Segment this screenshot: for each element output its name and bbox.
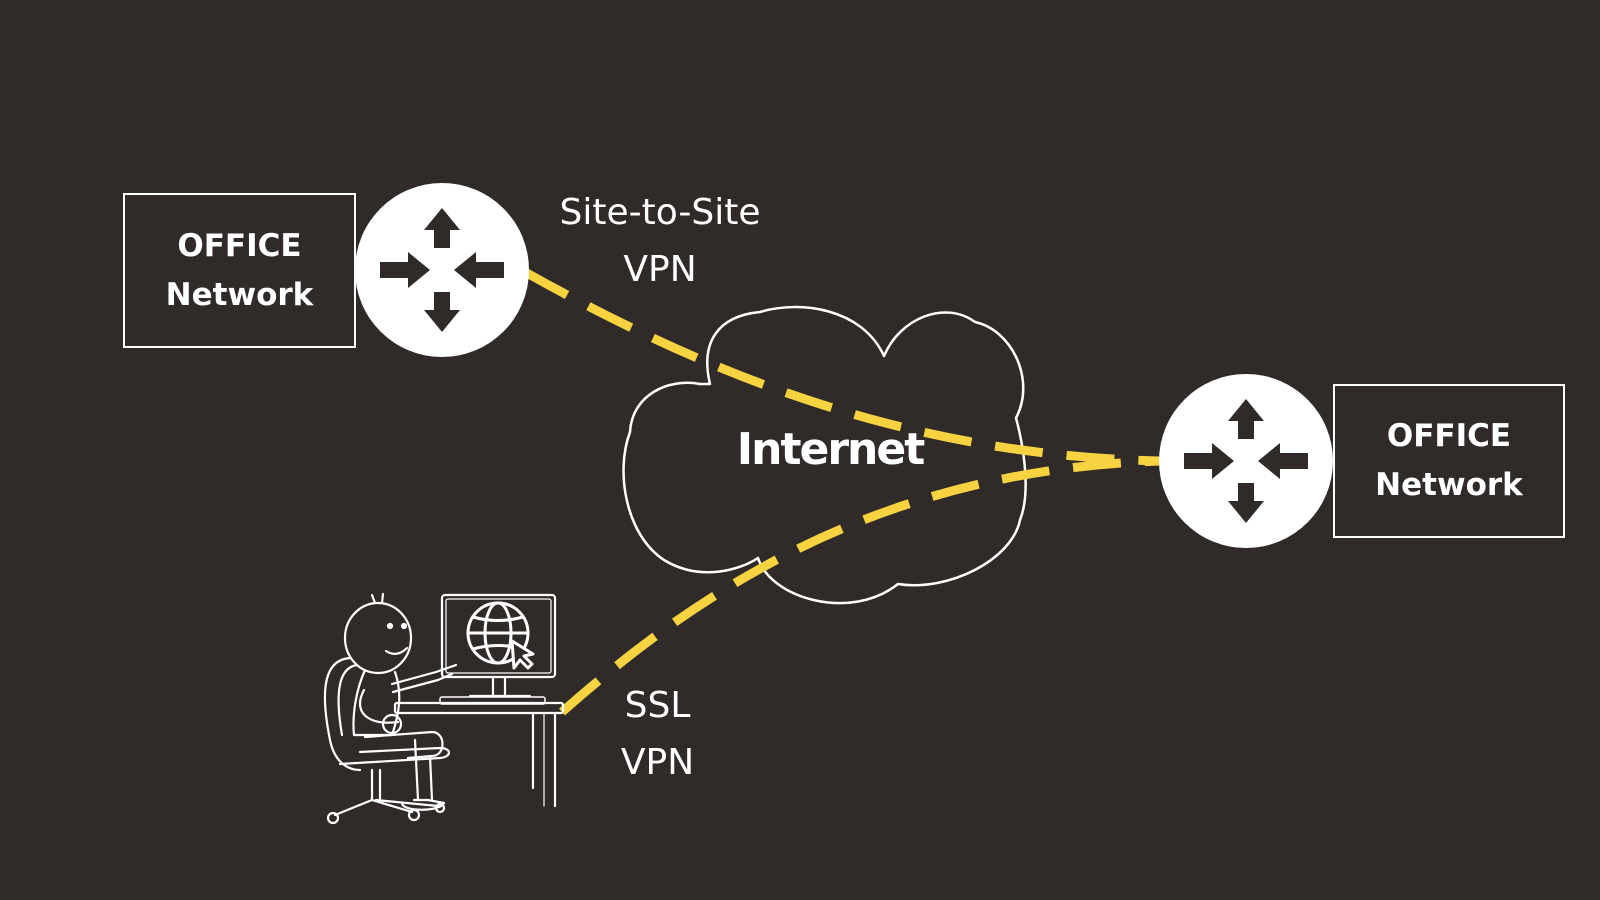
router-left — [355, 183, 529, 357]
globe-cursor-icon — [466, 601, 535, 670]
ssl-vpn-label: SSL VPN — [570, 677, 745, 791]
office-network-left: OFFICE Network — [123, 193, 356, 348]
ssl-vpn-label-line2: VPN — [620, 742, 695, 783]
internet-cloud — [622, 305, 1027, 605]
remote-user-at-desk-illustration — [323, 592, 565, 825]
ssl-vpn-tunnel — [559, 456, 1161, 716]
office-network-left-line2: Network — [165, 276, 314, 313]
office-network-right-line1: OFFICE — [1386, 418, 1512, 454]
office-network-right: OFFICE Network — [1333, 384, 1565, 538]
site-to-site-vpn-label: Site-to-Site VPN — [520, 184, 800, 298]
office-network-left-line1: OFFICE — [177, 227, 302, 264]
office-network-right-line2: Network — [1375, 467, 1523, 503]
internet-label: Internet — [736, 424, 925, 475]
site-to-site-vpn-label-line1: Site-to-Site — [559, 192, 761, 233]
site-to-site-vpn-label-line2: VPN — [623, 249, 697, 290]
router-right — [1159, 374, 1333, 548]
ssl-vpn-label-line1: SSL — [624, 685, 691, 726]
site-to-site-vpn-tunnel — [522, 268, 1161, 466]
